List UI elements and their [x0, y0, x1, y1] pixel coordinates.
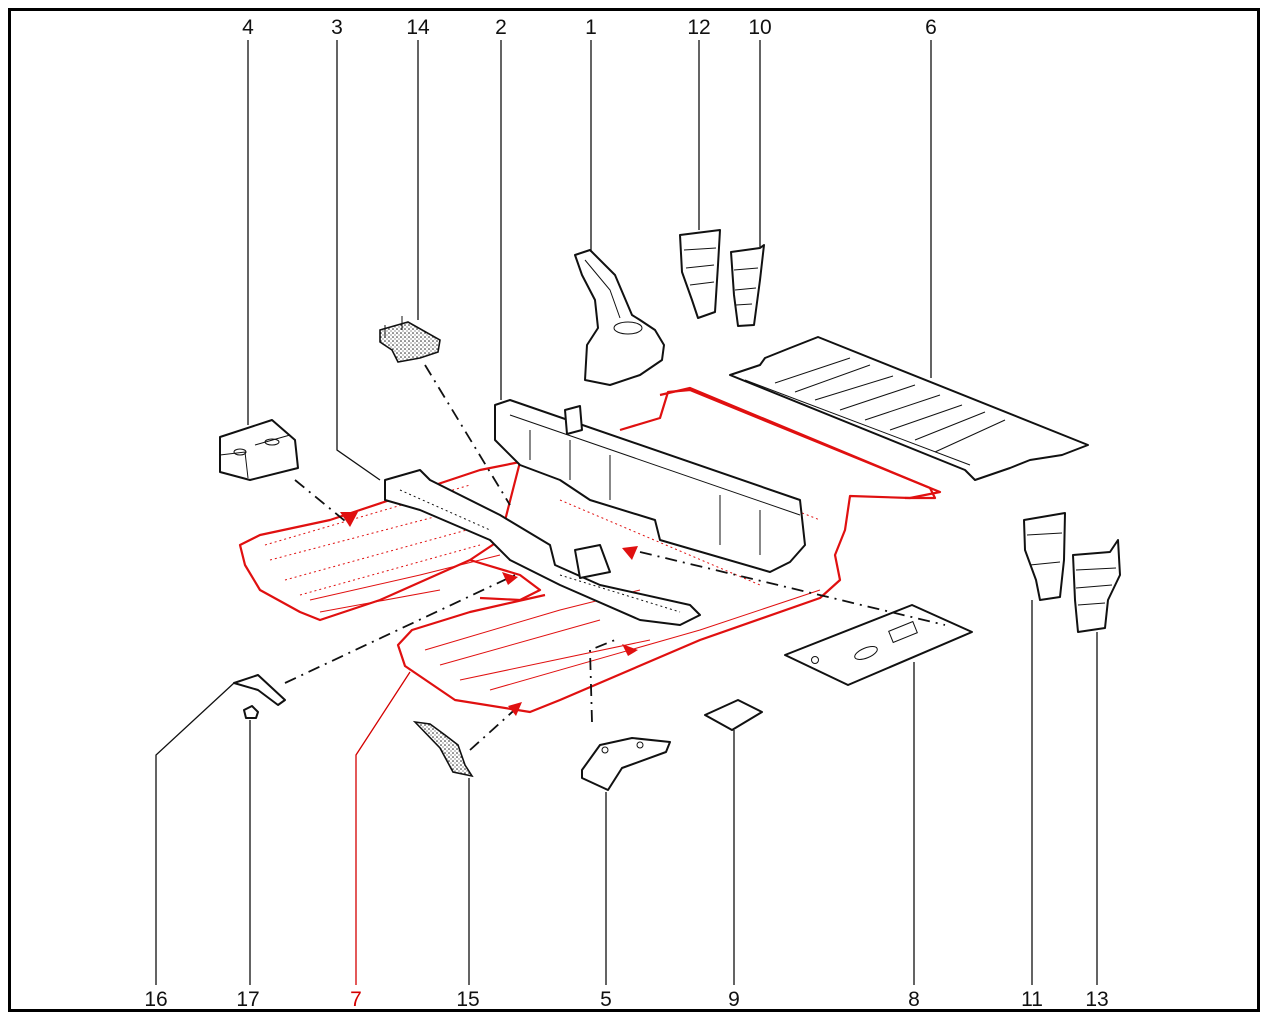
callout-10[interactable]: 10	[748, 16, 771, 39]
part-11-bracket[interactable]	[1023, 512, 1066, 601]
part-16-strap[interactable]	[233, 674, 286, 706]
callout-14[interactable]: 14	[406, 16, 430, 39]
callout-16[interactable]: 16	[144, 988, 167, 1011]
part-6-rear-panel[interactable]	[729, 336, 1089, 481]
callout-13[interactable]: 13	[1085, 988, 1108, 1011]
callout-7[interactable]: 7	[350, 988, 362, 1011]
callout-4[interactable]: 4	[242, 16, 254, 39]
callout-2[interactable]: 2	[495, 16, 507, 39]
callout-1[interactable]: 1	[585, 16, 597, 39]
part-9-plate[interactable]	[704, 699, 763, 731]
part-10-bracket[interactable]	[730, 244, 765, 327]
callout-11[interactable]: 11	[1021, 988, 1043, 1011]
top-callouts: 4 3 14 2 1 12 10 6	[242, 16, 937, 39]
callout-6[interactable]: 6	[925, 16, 937, 39]
part-3-tunnel-rail[interactable]	[384, 469, 701, 626]
part-8-plate[interactable]	[784, 604, 973, 686]
bottom-callouts: 16 17 7 15 5 9 8 11 13	[144, 988, 1108, 1011]
callout-5[interactable]: 5	[600, 988, 612, 1011]
callout-15[interactable]: 15	[456, 988, 479, 1011]
part-5-bracket[interactable]	[581, 737, 671, 791]
part-14-bracket[interactable]	[379, 316, 441, 363]
diagram-frame	[8, 8, 1260, 1012]
leader-lines	[155, 40, 1098, 985]
part-13-bracket[interactable]	[1072, 539, 1121, 633]
callout-17[interactable]: 17	[236, 988, 259, 1011]
part-12-bracket[interactable]	[679, 229, 721, 319]
part-15-gasket[interactable]	[412, 720, 474, 778]
part-1-pillar-bracket[interactable]	[574, 249, 665, 386]
callout-12[interactable]: 12	[687, 16, 710, 39]
part-17-nut[interactable]	[243, 705, 259, 719]
part-7-floor-pan[interactable]	[238, 386, 942, 714]
part-4-bracket[interactable]	[219, 419, 299, 481]
callout-3[interactable]: 3	[331, 16, 343, 39]
part-2-cross-member[interactable]	[494, 399, 806, 573]
assembly-lines	[284, 364, 946, 751]
callout-9[interactable]: 9	[728, 988, 740, 1011]
callout-8[interactable]: 8	[908, 988, 920, 1011]
